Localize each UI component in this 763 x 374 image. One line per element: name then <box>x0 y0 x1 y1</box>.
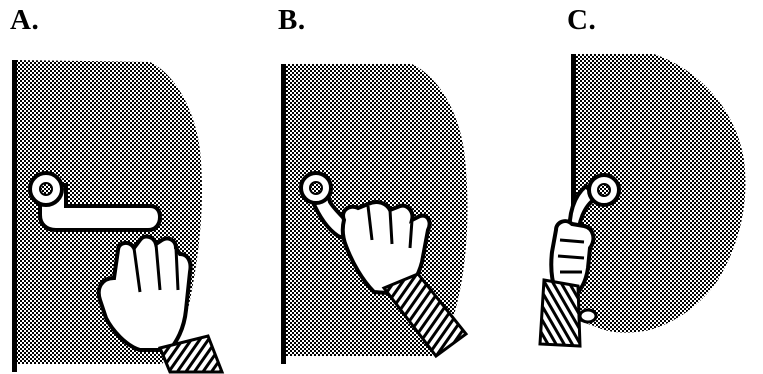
panel-b <box>281 64 467 364</box>
panel-c <box>540 54 745 346</box>
door-edge-icon <box>281 64 286 364</box>
sleeve-icon <box>540 280 580 346</box>
panel-a <box>12 60 222 372</box>
door-edge-icon <box>12 60 17 372</box>
